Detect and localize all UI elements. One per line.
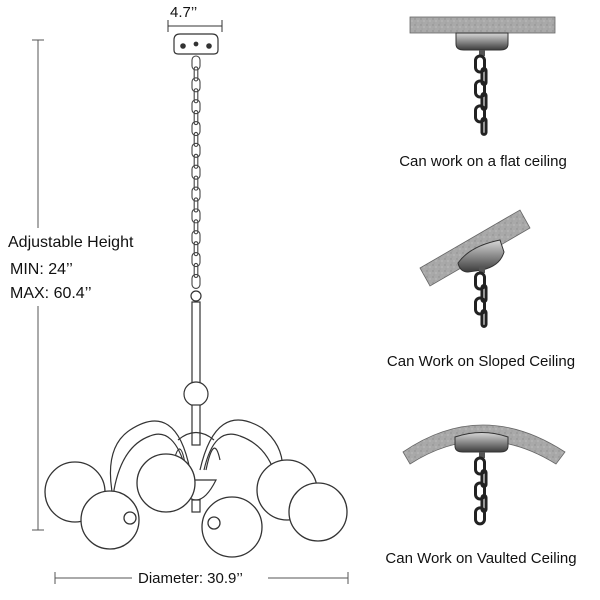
diameter-label: Diameter: 30.9’’ — [138, 570, 243, 587]
chain-link — [191, 142, 201, 158]
chain-link — [474, 456, 486, 476]
sloped-ceiling-chain — [474, 271, 488, 328]
chain-link — [193, 241, 199, 257]
chain-link — [191, 252, 201, 268]
chain-link — [474, 79, 486, 99]
min-height-label: MIN: 24’’ — [10, 261, 73, 278]
chain-link — [193, 131, 199, 147]
chain-link — [193, 88, 199, 104]
chain-link — [191, 208, 201, 224]
vaulted-ceiling-example — [402, 424, 566, 465]
chain-link — [191, 120, 201, 137]
flat-ceiling-caption: Can work on a flat ceiling — [399, 153, 567, 170]
chain-link — [193, 219, 199, 235]
chain-link — [193, 66, 199, 82]
chain-link — [474, 506, 486, 526]
chain-link — [193, 175, 199, 191]
canopy-width-label: 4.7’’ — [170, 4, 198, 21]
chain — [191, 55, 201, 289]
chain-link — [191, 186, 201, 202]
canopy — [173, 33, 219, 55]
chain-link — [191, 99, 201, 115]
chain-link — [193, 110, 199, 126]
chain-link — [191, 230, 201, 246]
chain-link — [191, 55, 201, 71]
flat-ceiling-chain — [474, 54, 488, 136]
chain-link — [474, 104, 486, 124]
chain-link — [480, 116, 488, 136]
flat-ceiling-example — [409, 16, 556, 56]
chain-link — [191, 273, 201, 289]
vaulted-ceiling-chain — [474, 456, 488, 526]
chain-link — [474, 271, 486, 291]
canopy-dimension-line — [167, 20, 223, 32]
chain-link — [191, 164, 201, 180]
globes — [44, 453, 348, 558]
chain-link — [191, 77, 201, 93]
vaulted-ceiling-caption: Can Work on Vaulted Ceiling — [385, 550, 577, 567]
adjustable-height-title: Adjustable Height — [8, 234, 134, 251]
diameter-dimension-line — [54, 572, 349, 584]
sloped-ceiling-caption: Can Work on Sloped Ceiling — [386, 353, 576, 370]
chain-link — [193, 197, 199, 213]
chain-link — [474, 54, 486, 74]
chain-link — [474, 481, 486, 501]
stem — [183, 290, 209, 446]
chain-link — [480, 308, 488, 328]
max-height-label: MAX: 60.4’’ — [10, 285, 92, 302]
chain-link — [193, 262, 199, 279]
chain-link — [193, 153, 199, 169]
chain-link — [474, 296, 486, 316]
height-dimension-line — [32, 39, 44, 531]
sloped-ceiling-example — [419, 209, 531, 287]
